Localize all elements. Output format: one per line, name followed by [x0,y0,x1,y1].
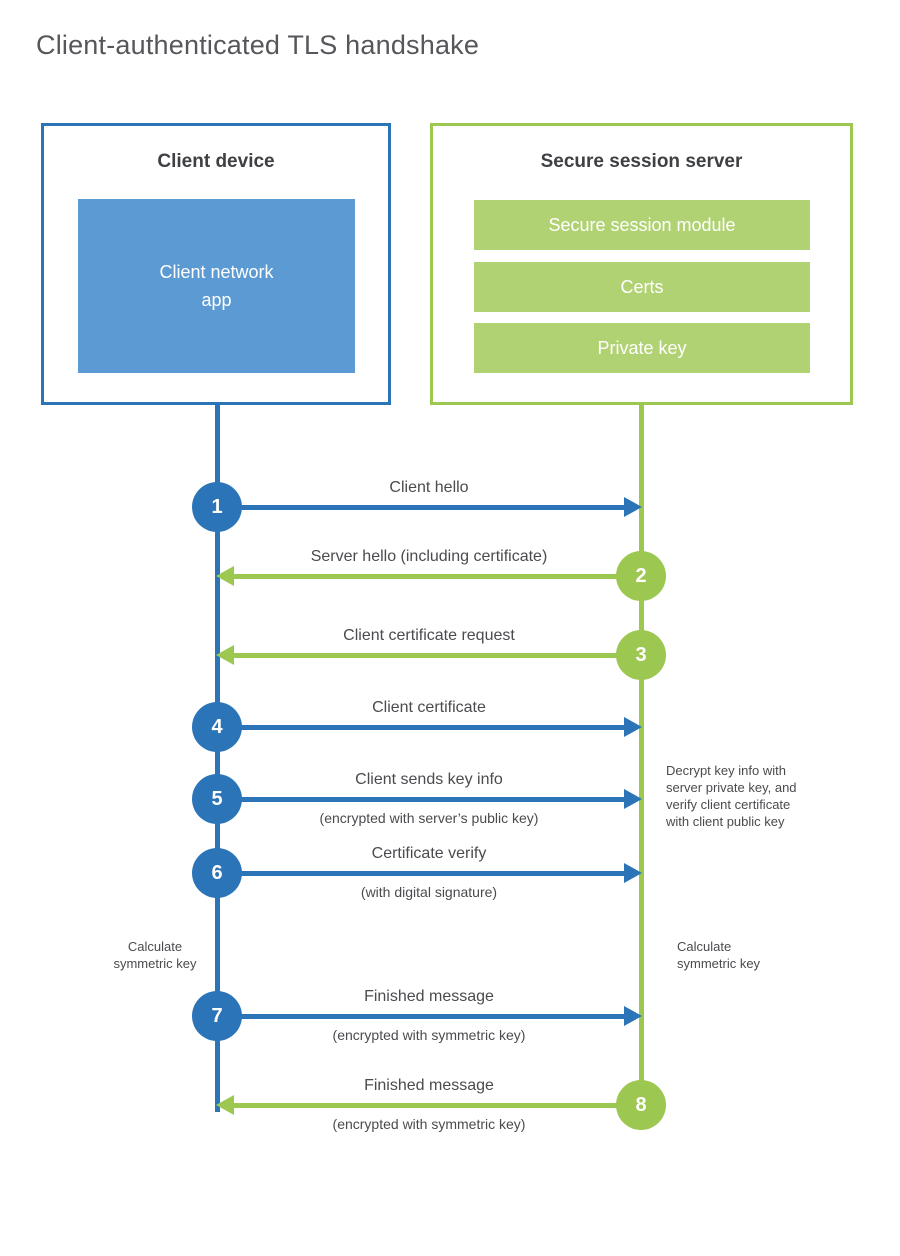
arrow-shaft [219,797,628,802]
step-5-sublabel: (encrypted with server’s public key) [319,810,539,826]
step-6-label: Certificate verify [371,845,487,862]
client-lifeline [215,405,220,1112]
arrow-head-left-icon [216,1095,234,1115]
certs-label: Certs [620,276,664,297]
step-8-label: Finished message [364,1077,494,1094]
step-8-sublabel: (encrypted with symmetric key) [332,1116,526,1132]
certs-bar: Certs [474,262,810,312]
arrow-shaft [230,1103,639,1108]
arrow-head-left-icon [216,645,234,665]
arrow-shaft [230,653,639,658]
arrow-shaft [219,725,628,730]
step-7-badge: 7 [192,991,242,1041]
note-decrypt-key-info: Decrypt key info with server private key… [666,763,797,829]
step-6-sublabel: (with digital signature) [360,884,498,900]
step-8-badge: 8 [616,1080,666,1130]
arrow-shaft [219,1014,628,1019]
secure-session-module-label: Secure session module [548,214,736,235]
note-calculate-symmetric-key-server: Calculate symmetric key [677,939,761,971]
private-key-label: Private key [597,337,687,358]
step-4-label: Client certificate [372,699,486,716]
step-2-badge: 2 [616,551,666,601]
arrow-head-right-icon [624,497,642,517]
step-5-badge: 5 [192,774,242,824]
arrow-shaft [219,505,628,510]
arrow-head-right-icon [624,863,642,883]
client-network-app-box: Client network app [78,199,355,373]
note-calculate-symmetric-key-client: Calculate symmetric key [113,939,197,971]
secure-session-server-title: Secure session server [540,151,743,172]
private-key-bar: Private key [474,323,810,373]
step-5-label: Client sends key info [355,771,503,788]
client-network-app-label: Client network app [159,262,274,310]
step-1-label: Client hello [389,479,469,496]
client-device-title: Client device [157,151,275,172]
server-lifeline [639,405,644,1105]
step-1-badge: 1 [192,482,242,532]
secure-session-server-box: Secure session server Secure session mod… [430,123,853,405]
secure-session-module-bar: Secure session module [474,200,810,250]
arrow-head-right-icon [624,1006,642,1026]
arrow-head-left-icon [216,566,234,586]
step-6-badge: 6 [192,848,242,898]
arrow-shaft [230,574,639,579]
arrow-head-right-icon [624,717,642,737]
step-3-badge: 3 [616,630,666,680]
step-7-label: Finished message [364,988,494,1005]
arrow-head-right-icon [624,789,642,809]
client-device-box: Client device Client network app [41,123,391,405]
step-4-badge: 4 [192,702,242,752]
arrow-shaft [219,871,628,876]
step-3-label: Client certificate request [343,627,515,644]
step-7-sublabel: (encrypted with symmetric key) [332,1027,526,1043]
page-title: Client-authenticated TLS handshake [36,30,480,60]
step-2-label: Server hello (including certificate) [310,548,548,565]
